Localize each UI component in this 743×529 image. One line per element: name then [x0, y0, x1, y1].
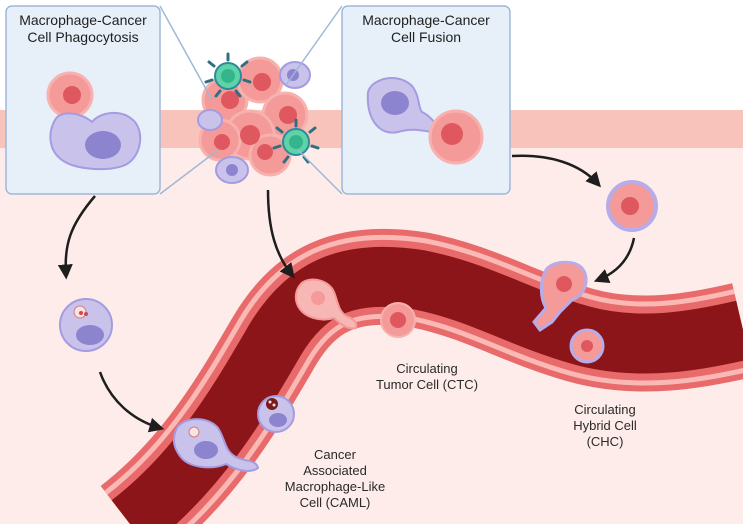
ctc-label: Circulating Tumor Cell (CTC) — [362, 361, 492, 393]
fusion-panel-title: Macrophage-Cancer Cell Fusion — [342, 12, 510, 46]
phagocytosis-title-line-2: Cell Phagocytosis — [27, 29, 139, 45]
chc-label-line-3: (CHC) — [586, 434, 624, 449]
fusion-title-line-2: Cell Fusion — [390, 29, 462, 45]
caml-label-line-3: Macrophage-Like — [284, 479, 386, 494]
fusion-panel — [341, 5, 511, 195]
phagocytosis-title-line-1: Macrophage-Cancer — [19, 12, 147, 28]
caml-cell-extravasating — [172, 418, 260, 472]
caml-label-line-1: Cancer — [314, 447, 356, 462]
caml-precursor-cell — [59, 298, 113, 352]
arrow-hybrid-to-vessel — [593, 237, 636, 284]
chc-label-line-2: Hybrid Cell — [573, 418, 637, 433]
process-arrows — [57, 154, 636, 433]
caml-label-line-2: Associated — [303, 463, 367, 478]
fusion-title-line-1: Macrophage-Cancer — [362, 12, 490, 28]
chc-label-line-1: Circulating — [574, 402, 636, 417]
caml-label: Cancer Associated Macrophage-Like Cell (… — [270, 447, 400, 511]
circulating-tumor-cell — [380, 302, 416, 338]
caml-label-line-4: Cell (CAML) — [299, 495, 371, 510]
ctc-label-line-1: Circulating — [396, 361, 458, 376]
arrow-phagocytosis-to-caml — [57, 195, 96, 280]
arrow-tumor-to-ctc — [266, 189, 295, 279]
hybrid-cell-extravasating — [532, 260, 588, 333]
ctc-label-line-2: Tumor Cell (CTC) — [375, 377, 479, 392]
arrow-fusion-to-hybrid — [511, 154, 602, 188]
t-cell — [272, 118, 320, 164]
panel-connector-lines — [159, 5, 343, 195]
hybrid-cell-in-vessel — [569, 328, 605, 364]
blood-vessel — [100, 228, 743, 529]
arrow-caml-to-vessel — [98, 371, 165, 433]
tumor-cell-intravasating — [294, 278, 358, 330]
chc-label: Circulating Hybrid Cell (CHC) — [550, 402, 660, 450]
t-cell — [204, 52, 252, 98]
caml-cell-in-vessel — [257, 395, 295, 433]
phagocytosis-panel — [5, 5, 161, 195]
hybrid-cell — [606, 180, 658, 232]
phagocytosis-panel-title: Macrophage-Cancer Cell Phagocytosis — [6, 12, 160, 46]
